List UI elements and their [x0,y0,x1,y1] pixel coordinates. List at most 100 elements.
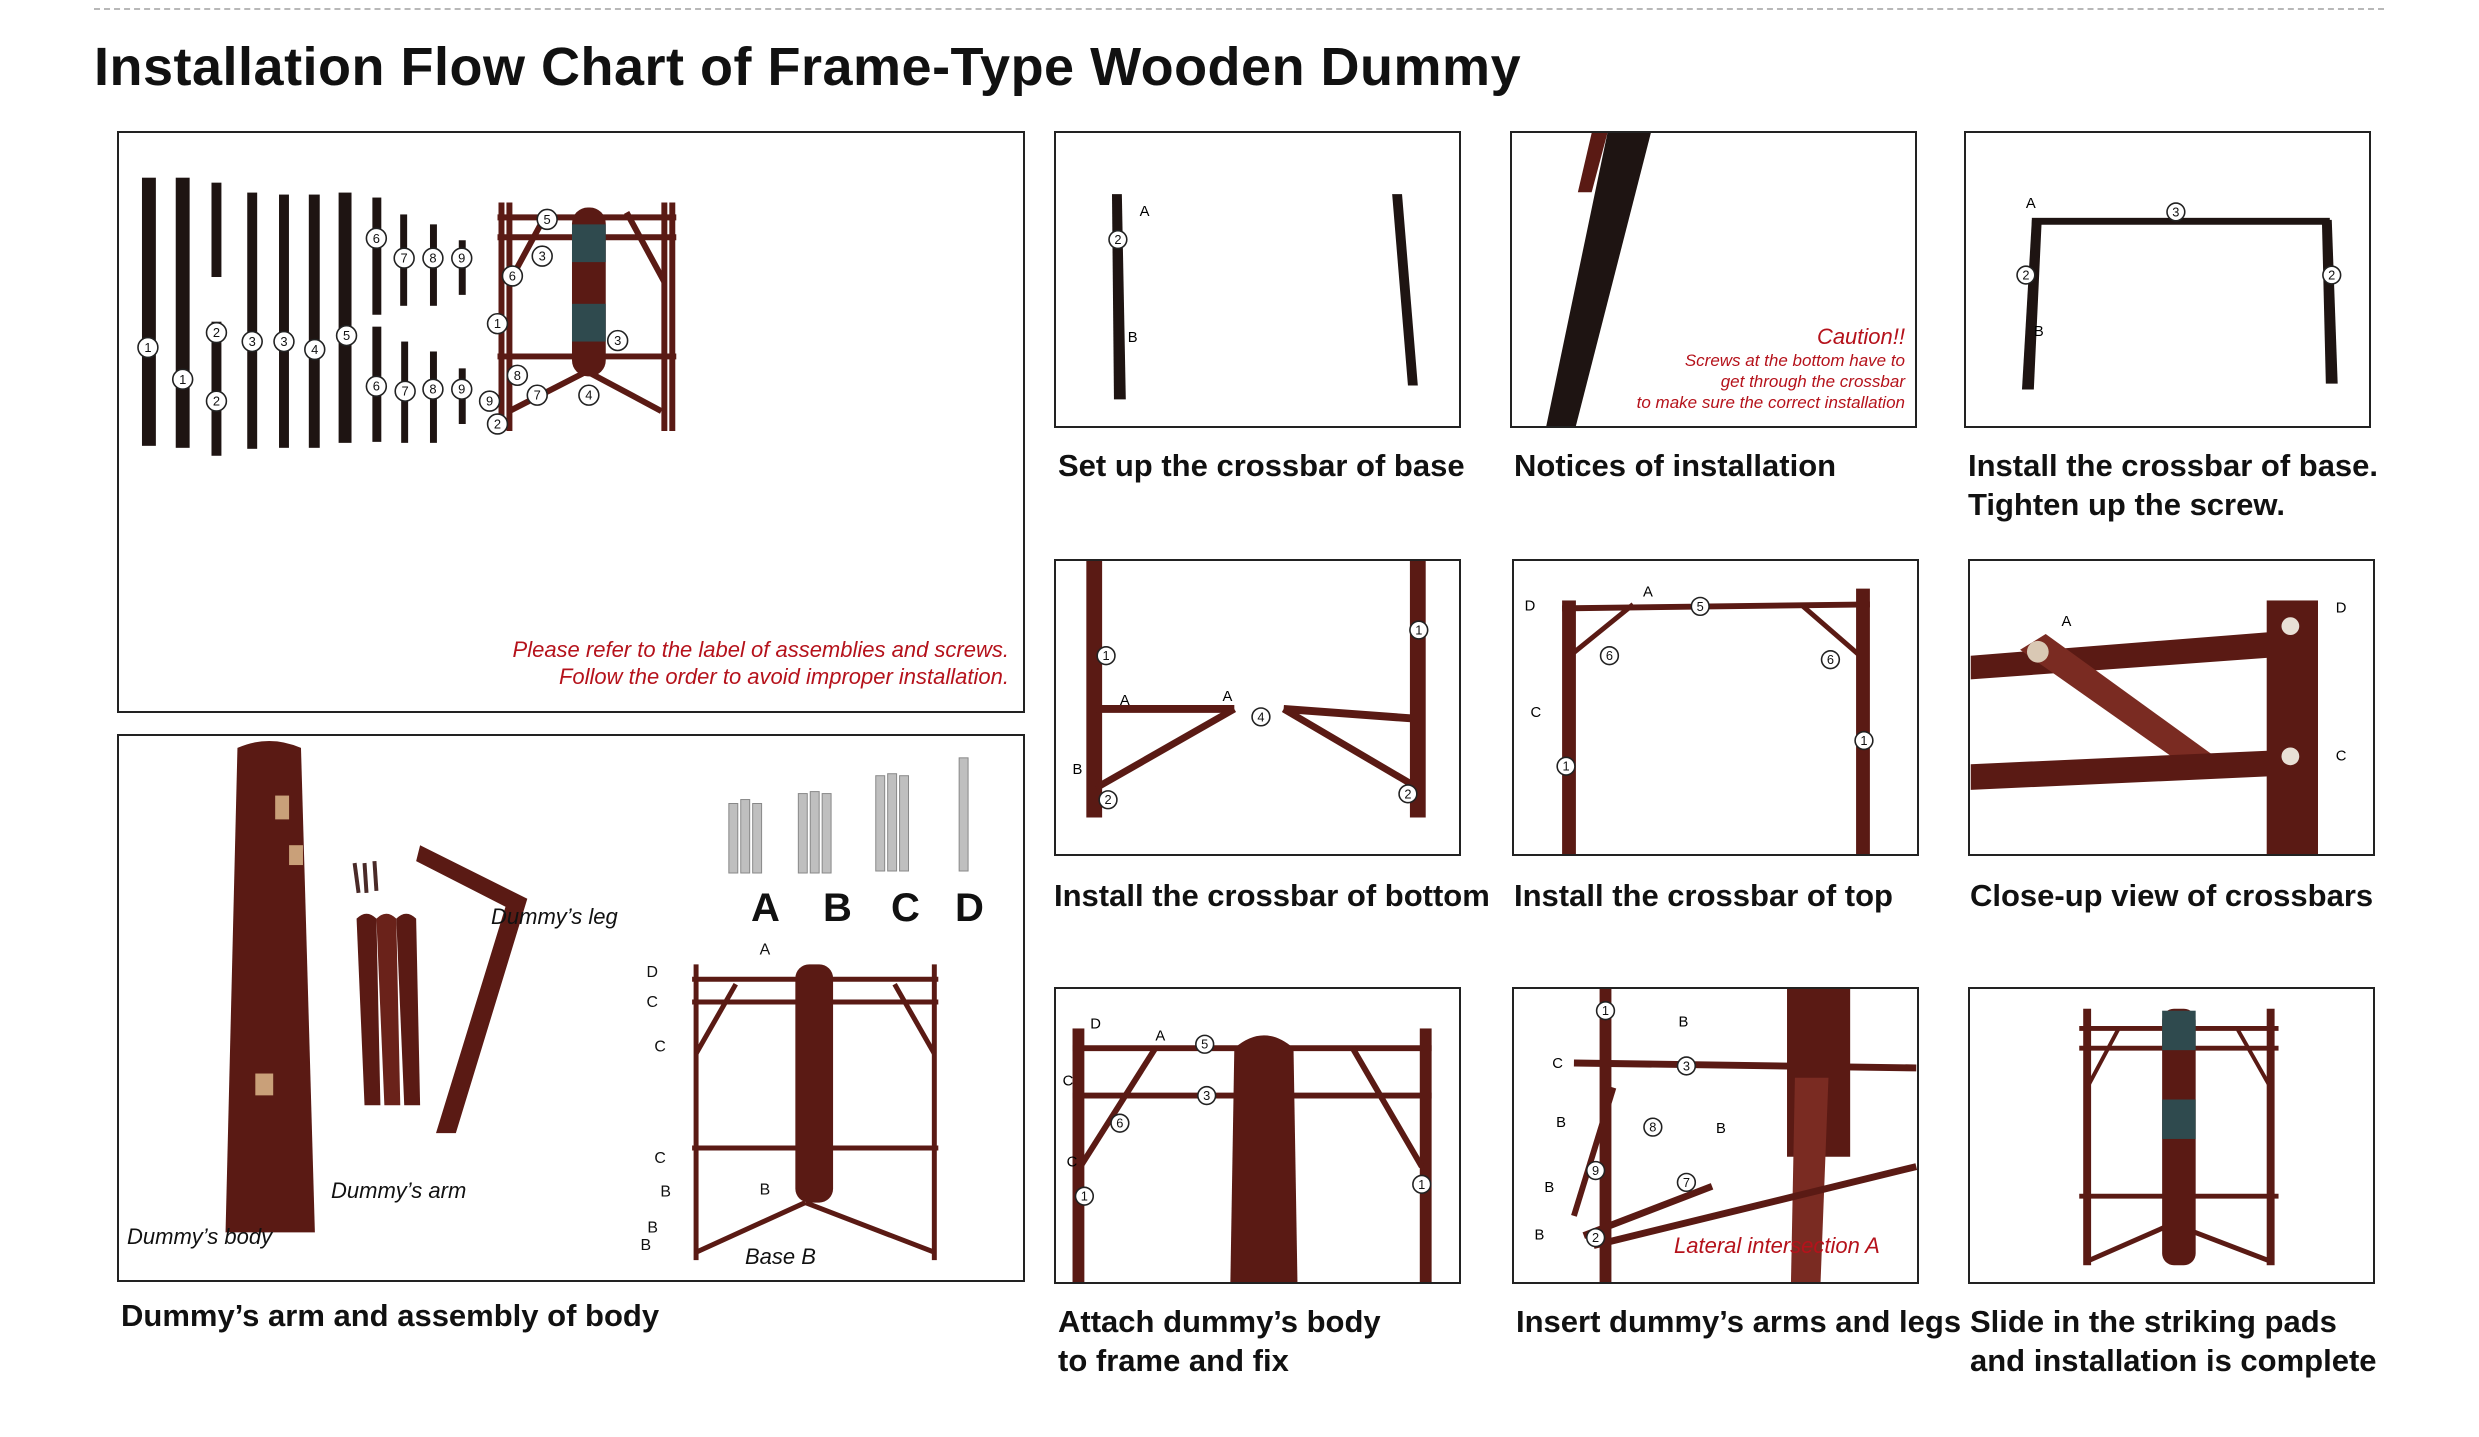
svg-text:B: B [660,1184,671,1201]
svg-text:6: 6 [1116,1116,1123,1131]
step-4-caption: Install the crossbar of bottom [1054,876,1490,915]
step-7-caption-line1: Attach dummy’s body [1058,1304,1381,1339]
caution-line3: to make sure the correct installation [1636,393,1905,412]
svg-text:3: 3 [280,334,287,349]
svg-text:D: D [2336,600,2347,616]
step-9-illustration [2079,1008,2279,1266]
svg-text:6: 6 [373,379,380,394]
parts-note-line2: Follow the order to avoid improper insta… [558,664,1009,689]
svg-text:B: B [647,1219,658,1236]
svg-text:6: 6 [373,231,380,246]
step-2-caption: Notices of installation [1514,446,1836,485]
step-6-caption: Close-up view of crossbars [1970,876,2373,915]
svg-text:A: A [1222,689,1232,705]
svg-text:1: 1 [179,372,186,387]
parts-illustration: 1 1 2 2 3 3 4 5 6 6 7 7 8 8 9 9 [137,177,677,456]
step-2-illustration [1546,133,1651,426]
body-assembly-caption: Dummy’s arm and assembly of body [121,1298,660,1333]
svg-text:9: 9 [458,382,465,397]
svg-text:8: 8 [514,368,521,383]
svg-text:8: 8 [429,382,436,397]
svg-text:B: B [1716,1121,1726,1137]
parts-panel: 1 1 2 2 3 3 4 5 6 6 7 7 8 8 9 9 [117,131,1025,713]
svg-text:6: 6 [1827,652,1834,667]
svg-text:2: 2 [1104,792,1111,807]
svg-text:1: 1 [1562,759,1569,774]
parts-note-line1: Please refer to the label of assemblies … [512,637,1009,662]
step-7-illustration: 5 3 6 1 1 D A C C [1063,1016,1432,1282]
svg-text:2: 2 [2328,268,2335,283]
step-6-caption-line1: Close-up view of crossbars [1970,878,2374,913]
step-3-caption: Install the crossbar of base. Tighten up… [1968,446,2378,524]
step-1-caption-line1: Set up the crossbar of base [1058,448,1465,483]
svg-text:C: C [1552,1056,1563,1072]
step-3-panel: 3 2 2 A B [1964,131,2371,428]
page-title: Installation Flow Chart of Frame-Type Wo… [94,37,1522,97]
svg-text:3: 3 [2172,204,2179,219]
svg-text:4: 4 [311,342,318,357]
base-b-label: Base B [745,1244,816,1269]
svg-text:3: 3 [249,334,256,349]
step-7-caption-line2: to frame and fix [1058,1343,1289,1378]
body-illustration: D C C C B B B A B [225,740,969,1261]
svg-text:C: C [2336,748,2347,764]
parts-order-note: Please refer to the label of assemblies … [513,636,1009,690]
step-9-caption: Slide in the striking pads and installat… [1970,1302,2377,1380]
svg-text:7: 7 [534,388,541,403]
svg-text:B: B [2034,324,2044,340]
step-9-caption-line2: and installation is complete [1970,1343,2377,1378]
step-5-illustration: 5 6 6 1 1 D A C [1525,585,1874,854]
svg-text:5: 5 [343,328,350,343]
step-2-panel: Caution!! Screws at the bottom have to g… [1510,131,1917,428]
step-9-caption-line1: Slide in the striking pads [1970,1304,2337,1339]
svg-text:3: 3 [1203,1088,1210,1103]
svg-text:A: A [1643,585,1653,601]
step-8-illustration: 1 3 8 9 7 2 B C B B B B [1534,989,1917,1282]
svg-text:A: A [760,941,771,958]
svg-text:B: B [640,1237,651,1254]
svg-text:3: 3 [539,249,546,264]
svg-text:1: 1 [1418,1177,1425,1192]
step-8-caption-line1: Insert dummy’s arms and legs [1516,1304,1962,1339]
step-5-panel: 5 6 6 1 1 D A C [1512,559,1919,856]
step-8-panel: 1 3 8 9 7 2 B C B B B B Lateral intersec… [1512,987,1919,1284]
svg-text:C: C [654,1039,665,1056]
svg-text:C: C [654,1150,665,1167]
svg-text:2: 2 [494,416,501,431]
svg-text:A: A [2026,196,2036,212]
svg-text:B: B [760,1182,771,1199]
caution-line2: get through the crossbar [1720,372,1905,391]
svg-text:2: 2 [1592,1230,1599,1245]
top-dashed-divider [94,8,2384,10]
step-9-panel [1968,987,2375,1284]
screw-letter-d: D [955,886,984,930]
body-assembly-panel: D C C C B B B A B Dummy’s leg Dummy’s ar… [117,734,1025,1282]
svg-text:9: 9 [458,251,465,266]
screw-letter-b: B [823,886,852,930]
svg-text:3: 3 [614,333,621,348]
dummy-arm-label: Dummy’s arm [331,1178,467,1203]
step-7-panel: 5 3 6 1 1 D A C C [1054,987,1461,1284]
step-4-caption-line1: Install the crossbar of bottom [1054,878,1490,913]
step-6-illustration: A D C [1970,600,2347,854]
svg-text:9: 9 [1592,1163,1599,1178]
lateral-intersection-note: Lateral intersection A [1674,1233,1880,1258]
svg-text:1: 1 [1860,733,1867,748]
svg-text:9: 9 [486,394,493,409]
svg-text:C: C [1531,705,1542,721]
screw-letter-c: C [891,886,920,930]
svg-text:C: C [1067,1155,1078,1171]
svg-text:A: A [2062,614,2072,630]
svg-text:1: 1 [1102,648,1109,663]
svg-text:8: 8 [429,251,436,266]
step-6-panel: A D C [1968,559,2375,856]
svg-text:4: 4 [1257,709,1264,724]
svg-text:2: 2 [2022,268,2029,283]
step-5-caption: Install the crossbar of top [1514,876,1893,915]
svg-text:1: 1 [144,340,151,355]
svg-text:7: 7 [1683,1175,1690,1190]
caution-note: Caution!! Screws at the bottom have to g… [1637,323,1905,413]
svg-text:B: B [1534,1228,1544,1244]
svg-text:1: 1 [1081,1189,1088,1204]
svg-text:5: 5 [1201,1037,1208,1052]
